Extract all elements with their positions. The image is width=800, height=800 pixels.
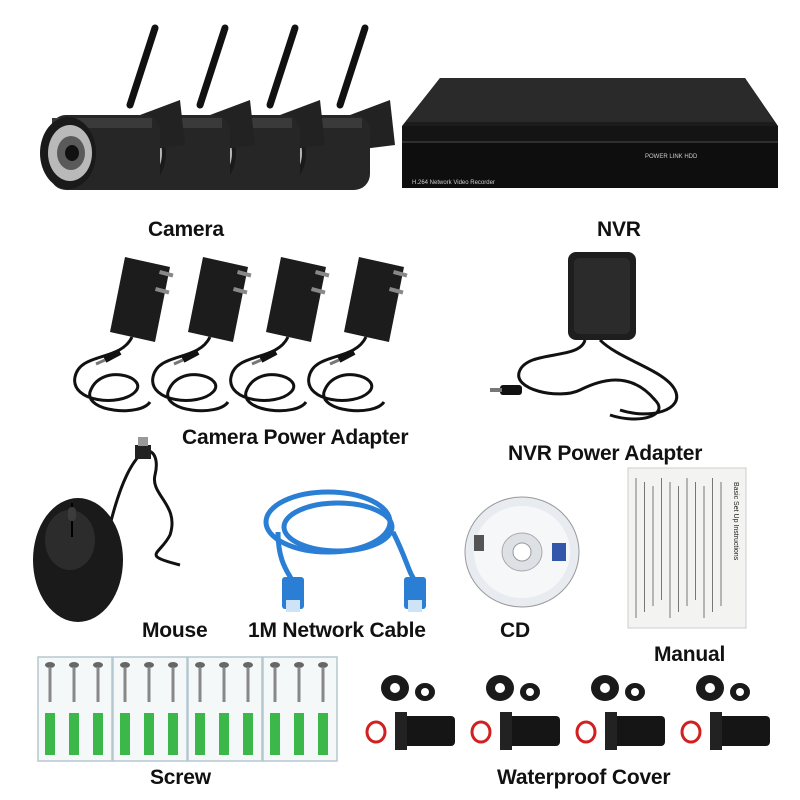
screw-pack xyxy=(112,656,188,762)
nvr-power-adapter-image xyxy=(490,250,690,430)
camera-power-adapter-group xyxy=(60,252,460,422)
waterproof-cover-set xyxy=(575,675,665,750)
waterproof-cover-group xyxy=(360,670,790,755)
cd-image xyxy=(462,495,582,610)
camera-power-adapter xyxy=(307,257,408,413)
screw-pack xyxy=(262,656,338,762)
manual-title: Basic Set Up Instructions xyxy=(732,482,739,561)
camera-group xyxy=(30,20,400,200)
screw-pack xyxy=(187,656,263,762)
nvr-power-adapter-label: NVR Power Adapter xyxy=(508,442,703,465)
network-cable-label: 1M Network Cable xyxy=(248,619,426,642)
mouse-image xyxy=(30,437,220,625)
cd-label: CD xyxy=(500,619,530,642)
camera-label: Camera xyxy=(148,218,224,241)
screw-group xyxy=(37,656,338,762)
camera-image xyxy=(40,24,395,190)
nvr-indicator-text: POWER LINK HDD xyxy=(645,154,698,160)
nvr-label: NVR xyxy=(597,218,641,241)
waterproof-cover-label: Waterproof Cover xyxy=(497,766,671,789)
waterproof-cover-set xyxy=(680,675,770,750)
screw-pack xyxy=(37,656,113,762)
network-cable-image xyxy=(258,482,448,622)
mouse-label: Mouse xyxy=(142,619,208,642)
camera-power-adapter xyxy=(151,257,252,413)
camera-power-adapter xyxy=(229,257,330,413)
manual-image: Basic Set Up Instructions xyxy=(627,467,748,630)
camera-power-adapter-label: Camera Power Adapter xyxy=(182,426,409,449)
camera-power-adapter xyxy=(73,257,174,413)
nvr-image: POWER LINK HDD H.264 Network Video Recor… xyxy=(400,78,780,198)
screw-label: Screw xyxy=(150,766,211,789)
camera xyxy=(40,24,185,190)
nvr-front-text: H.264 Network Video Recorder xyxy=(412,180,495,186)
manual-label: Manual xyxy=(654,643,726,666)
waterproof-cover-set xyxy=(470,675,560,750)
waterproof-cover-set xyxy=(365,675,455,750)
